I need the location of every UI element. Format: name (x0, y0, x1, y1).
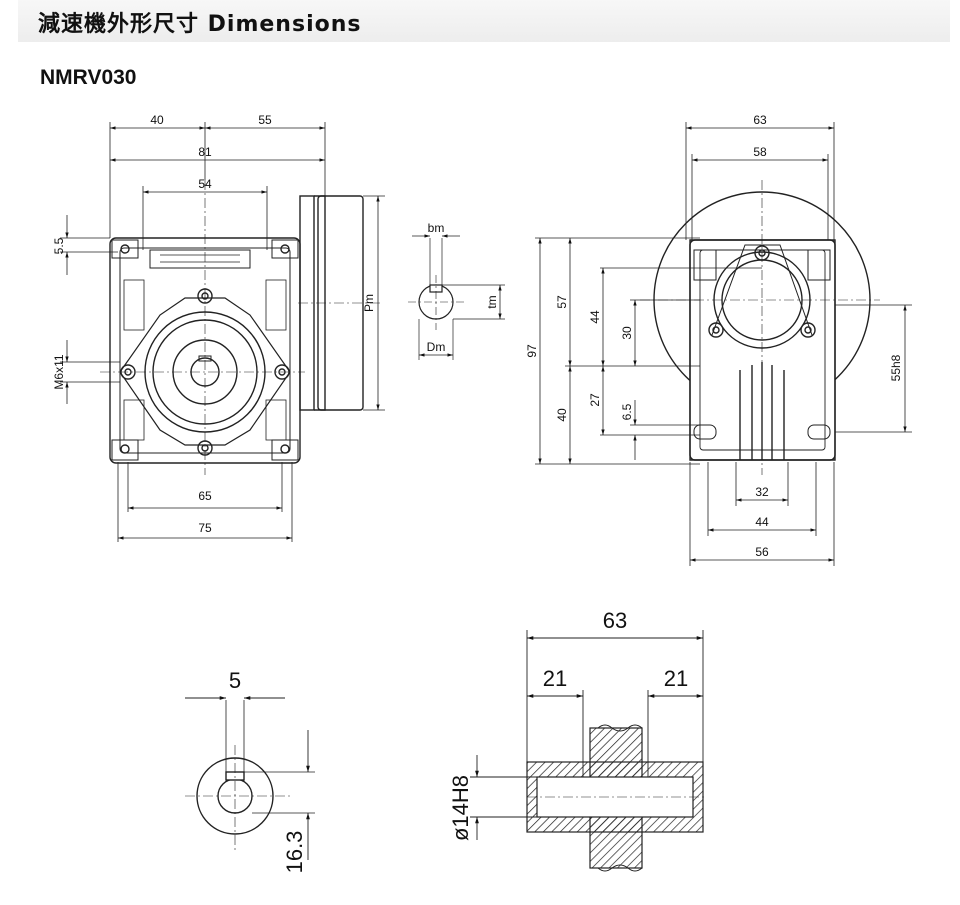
dim-side-58: 58 (753, 145, 767, 159)
dim-side-27: 27 (588, 393, 602, 407)
dim-65: 65 (198, 489, 212, 503)
front-view (100, 180, 380, 475)
dim-section-bore: ø14H8 (448, 775, 473, 841)
dim-55: 55 (258, 113, 272, 127)
front-dimensions (60, 122, 385, 542)
dim-dm: Dm (427, 340, 446, 354)
dim-key-5: 5 (229, 668, 241, 693)
hollow-shaft-keyway (185, 696, 315, 860)
dim-pm: Pm (362, 294, 376, 312)
dim-bm: bm (428, 221, 445, 235)
page-title: 減速機外形尺寸 Dimensions (38, 12, 362, 37)
dim-side-32: 32 (755, 485, 769, 499)
dim-40: 40 (150, 113, 164, 127)
dim-side-63: 63 (753, 113, 767, 127)
side-dimensions (535, 122, 912, 566)
dim-5-5: 5.5 (52, 237, 66, 254)
dim-81: 81 (198, 145, 212, 159)
side-view (640, 180, 880, 475)
dim-75: 75 (198, 521, 212, 535)
dim-section-21-left: 21 (543, 666, 567, 691)
section-dimensions (470, 630, 704, 840)
dim-tm: tm (485, 295, 499, 308)
dim-section-63: 63 (603, 608, 627, 633)
dim-side-55h8: 55h8 (889, 354, 903, 381)
dim-side-30: 30 (620, 326, 634, 340)
dim-side-97: 97 (525, 344, 539, 358)
hollow-shaft-section (526, 724, 705, 872)
model-name: NMRV030 (40, 66, 137, 89)
dim-side-6-5: 6.5 (620, 403, 634, 420)
dim-section-21-right: 21 (664, 666, 688, 691)
dim-side-44: 44 (588, 310, 602, 324)
dim-m6x11: M6x11 (52, 354, 66, 389)
dim-key-16-3: 16.3 (282, 831, 307, 874)
page-header: 減速機外形尺寸 Dimensions (18, 0, 950, 42)
dim-side-56: 56 (755, 545, 769, 559)
shaft-key-detail (408, 234, 505, 360)
dim-54: 54 (198, 177, 212, 191)
dim-side-57: 57 (555, 295, 569, 309)
dim-side-44h: 44 (755, 515, 769, 529)
dim-side-40: 40 (555, 408, 569, 422)
